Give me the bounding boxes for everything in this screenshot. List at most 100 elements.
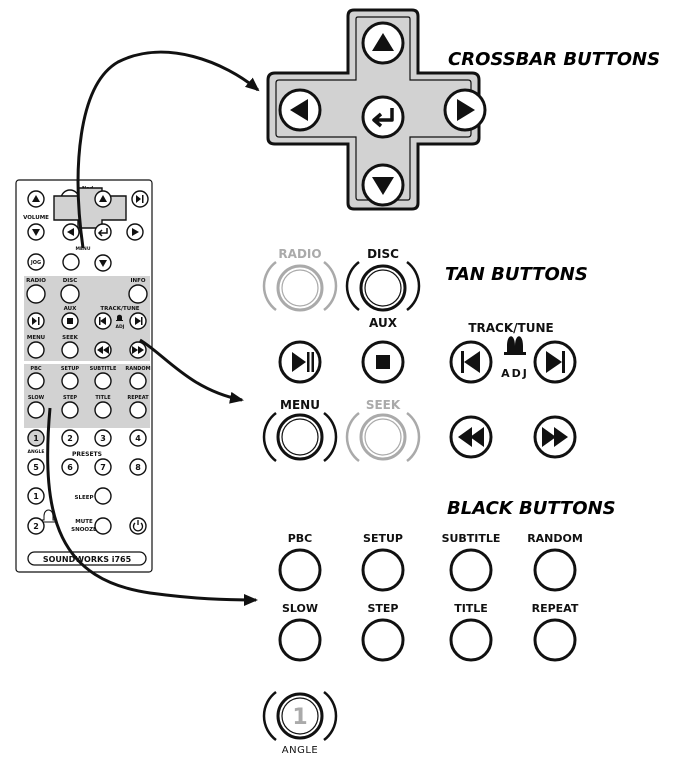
- subtitle-button[interactable]: [449, 548, 493, 592]
- radio-bracket-left: [262, 261, 277, 311]
- remote-radio-label: RADIO: [26, 278, 46, 284]
- remote-number-8-label: 8: [135, 463, 141, 472]
- remote-aux-label: AUX: [64, 306, 78, 312]
- tan-heading: TAN BUTTONS: [445, 264, 588, 285]
- menu-button[interactable]: [276, 413, 324, 461]
- remote-memory-1-label: 1: [33, 492, 39, 501]
- random-button[interactable]: [533, 548, 577, 592]
- play-icon: [292, 352, 306, 372]
- seek-button[interactable]: [359, 413, 407, 461]
- crossbar-heading: CROSSBAR BUTTONS: [448, 49, 660, 70]
- seek-bracket-right: [406, 412, 421, 462]
- angle-button-inner: [281, 697, 319, 735]
- remote-number-5-button[interactable]: [27, 458, 45, 476]
- angle-number: 1: [292, 705, 307, 730]
- radio-label: RADIO: [278, 247, 321, 261]
- remote-power-button[interactable]: [129, 517, 147, 535]
- remote-memory-2-button[interactable]: [27, 517, 45, 535]
- remote-jog-button[interactable]: [27, 253, 45, 271]
- seek-label: SEEK: [366, 398, 401, 412]
- radio-button-inner: [281, 269, 319, 307]
- play-icon: [136, 195, 141, 203]
- up-icon: [32, 195, 40, 202]
- play-icon: [32, 317, 37, 325]
- remote-menu-label: MENU: [27, 335, 45, 341]
- remote-jog-label: JOG: [30, 260, 41, 266]
- remote-random-button[interactable]: [129, 372, 147, 390]
- remote-sleep-button[interactable]: [94, 487, 112, 505]
- angle-bracket-left: [262, 691, 277, 741]
- remote-setup-button[interactable]: [61, 372, 79, 390]
- remote-repeat-button[interactable]: [129, 401, 147, 419]
- remote-setup-label: SETUP: [61, 366, 79, 372]
- remote-number-3-button[interactable]: [94, 429, 112, 447]
- remote-pbc-label: PBC: [30, 366, 41, 372]
- title-button[interactable]: [449, 618, 493, 662]
- menu-bracket-left: [262, 412, 277, 462]
- remote-pbc-button[interactable]: [27, 372, 45, 390]
- step-button[interactable]: [361, 618, 405, 662]
- remote-memory-1-button[interactable]: [27, 487, 45, 505]
- skip-forward-bar-icon: [562, 351, 565, 373]
- remote-number-2-button[interactable]: [61, 429, 79, 447]
- menu-label: MENU: [280, 398, 320, 412]
- pause-bar-icon: [311, 352, 314, 372]
- setup-label: SETUP: [363, 532, 403, 545]
- angle-button[interactable]: [276, 692, 324, 740]
- remote-number-4-label: 4: [135, 434, 141, 443]
- remote-step-button[interactable]: [61, 401, 79, 419]
- slow-label: SLOW: [282, 602, 318, 615]
- remote-menu-button[interactable]: [27, 341, 45, 359]
- remote-menu-small-label: MENU: [76, 246, 91, 252]
- remote-mute-snooze-button[interactable]: [94, 517, 112, 535]
- aux-label: AUX: [369, 316, 398, 330]
- setup-button[interactable]: [361, 548, 405, 592]
- remote-step-label: STEP: [63, 395, 77, 401]
- stop-icon: [67, 318, 73, 324]
- repeat-button[interactable]: [533, 618, 577, 662]
- remote-slow-button[interactable]: [27, 401, 45, 419]
- down-icon: [32, 229, 40, 236]
- remote-title-button[interactable]: [94, 401, 112, 419]
- pbc-label: PBC: [288, 532, 313, 545]
- left-icon: [290, 99, 308, 121]
- down-icon: [372, 177, 394, 195]
- black-buttons-diagram: BLACK BUTTONS PBC SETUP SUBTITLE RANDOM …: [262, 498, 616, 756]
- remote-crossbar-enter[interactable]: [94, 223, 112, 241]
- remote-number-4-button[interactable]: [129, 429, 147, 447]
- remote-disc-button[interactable]: [60, 284, 80, 304]
- random-label: RANDOM: [527, 532, 583, 545]
- remote-brand-plate: [27, 551, 147, 566]
- remote-number-6-button[interactable]: [61, 458, 79, 476]
- remote-adj-label: ADJ: [116, 324, 125, 330]
- skip-forward-icon: [546, 351, 562, 373]
- remote-memory-2-label: 2: [33, 522, 39, 531]
- remote-info-label: INFO: [130, 278, 145, 284]
- remote-number-5-label: 5: [33, 463, 39, 472]
- angle-bracket-right: [323, 691, 338, 741]
- remote-menu-small-button[interactable]: [62, 253, 80, 271]
- arrow-to-black: [46, 407, 258, 606]
- radio-button[interactable]: [276, 264, 324, 312]
- remote-random-label: RANDOM: [125, 366, 150, 372]
- remote-track-tune-label: TRACK/TUNE: [100, 306, 139, 312]
- slow-button[interactable]: [278, 618, 322, 662]
- pbc-button[interactable]: [278, 548, 322, 592]
- remote-info-button[interactable]: [128, 284, 148, 304]
- step-label: STEP: [367, 602, 398, 615]
- rewind-icon: [458, 427, 484, 447]
- crossbar-enter-button[interactable]: [361, 95, 405, 139]
- up-icon: [372, 33, 394, 51]
- remote-seek-button[interactable]: [61, 341, 79, 359]
- disc-button[interactable]: [359, 264, 407, 312]
- remote-angle-label: ANGLE: [28, 449, 45, 455]
- subtitle-label: SUBTITLE: [442, 532, 501, 545]
- remote-number-7-button[interactable]: [94, 458, 112, 476]
- remote-number-8-button[interactable]: [129, 458, 147, 476]
- title-label: TITLE: [454, 602, 488, 615]
- remote-radio-button[interactable]: [26, 284, 46, 304]
- remote-number-1-button[interactable]: [27, 429, 45, 447]
- skip-back-bar-icon: [461, 351, 464, 373]
- remote-subtitle-button[interactable]: [94, 372, 112, 390]
